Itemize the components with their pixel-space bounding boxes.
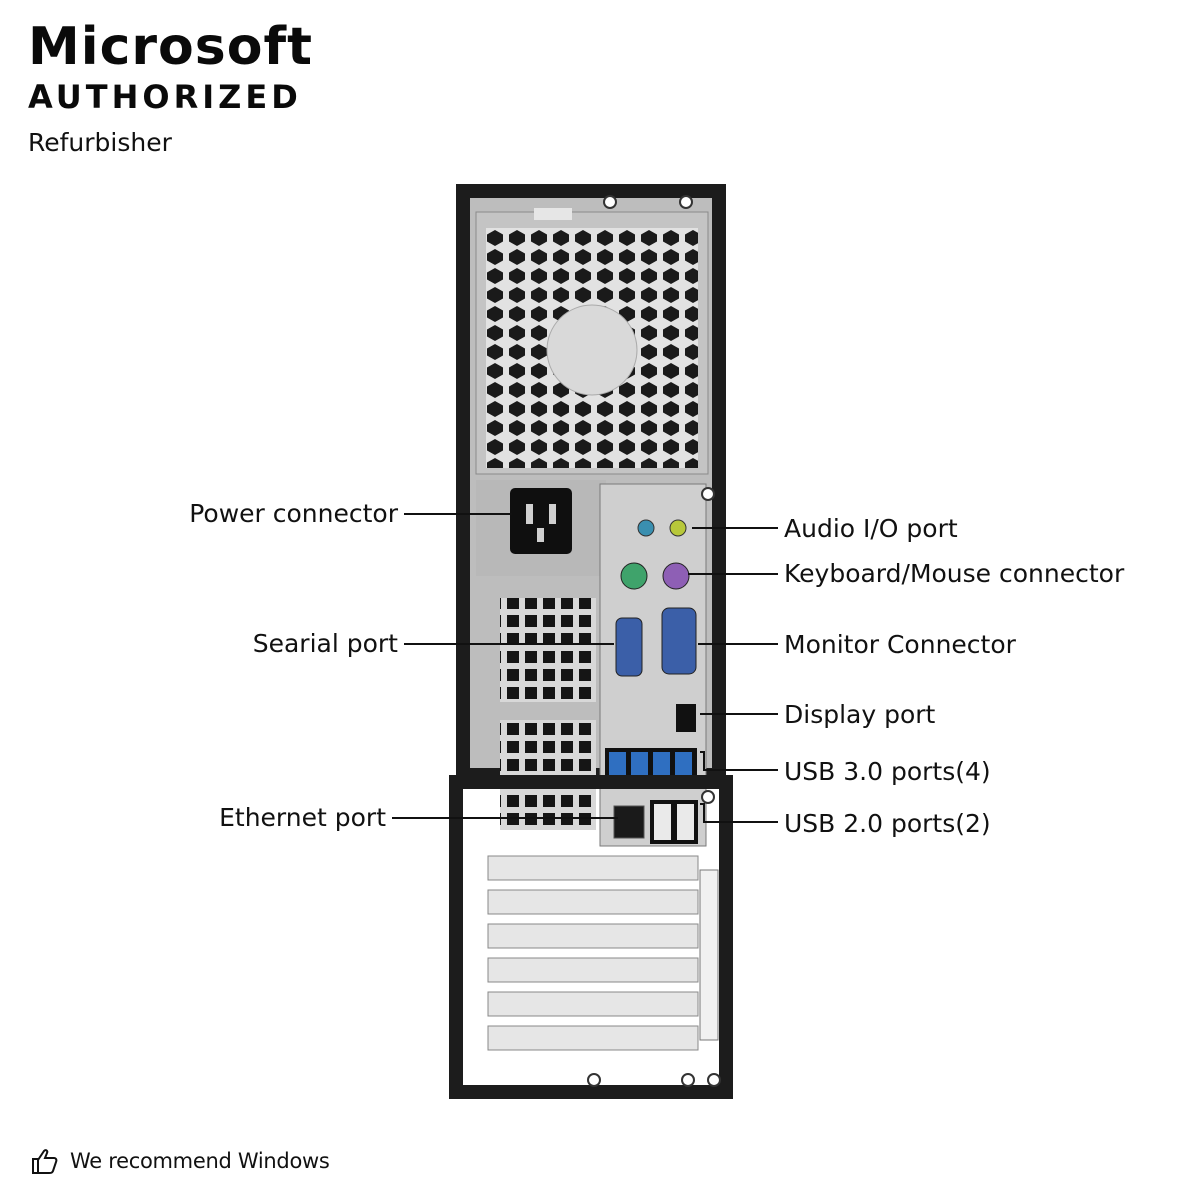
label-usb2-ports: USB 2.0 ports(2) [784, 809, 991, 838]
vent-upper [500, 598, 596, 702]
thumbs-up-icon [32, 1149, 58, 1174]
expansion-slots [487, 855, 719, 1051]
label-monitor-connector: Monitor Connector [784, 630, 1017, 659]
brand-subtitle: AUTHORIZED [28, 78, 302, 116]
power-inlet [476, 480, 606, 576]
label-usb3-ports: USB 3.0 ports(4) [784, 757, 991, 786]
io-panel [599, 483, 707, 847]
label-keyboard-mouse: Keyboard/Mouse connector [784, 559, 1125, 588]
brand-title: Microsoft [28, 17, 313, 77]
label-ethernet-port: Ethernet port [219, 803, 386, 832]
label-power-connector: Power connector [189, 499, 398, 528]
label-audio-port: Audio I/O port [784, 514, 958, 543]
label-display-port: Display port [784, 700, 936, 729]
leader-lines [392, 513, 778, 823]
screws [587, 195, 721, 1087]
brand-subtitle-2: Refurbisher [28, 128, 172, 157]
psu-fan-grille [475, 208, 709, 475]
label-serial-port: Searial port [253, 629, 398, 658]
brand-logo: Microsoft AUTHORIZED Refurbisher [28, 18, 313, 160]
footer: We recommend Windows [30, 1146, 330, 1176]
case-lower-frame [449, 775, 733, 1099]
footer-text: We recommend Windows [70, 1149, 330, 1173]
